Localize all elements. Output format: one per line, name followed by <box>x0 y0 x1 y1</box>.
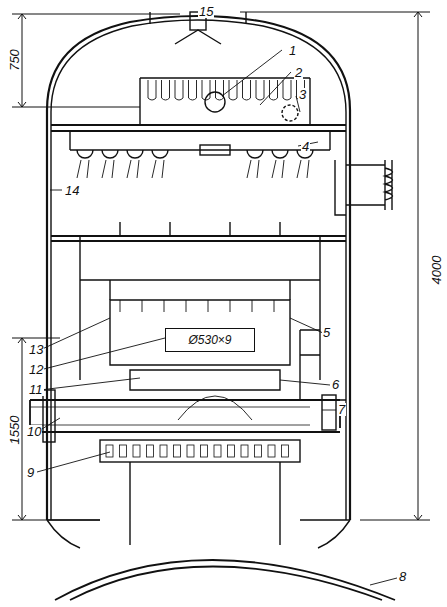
callout-number: 14 <box>64 184 80 197</box>
shell-inner <box>51 20 346 520</box>
callout-number: 5 <box>322 326 331 339</box>
plate-3 <box>51 125 346 131</box>
callout-number: 8 <box>398 570 407 583</box>
dimension: 1550 <box>8 415 21 446</box>
flange <box>43 390 55 442</box>
callout-number: 10 <box>26 425 42 438</box>
perforated-bar <box>100 440 300 462</box>
pipe-10-inner <box>30 407 310 425</box>
nozzle-cone <box>175 30 221 44</box>
callout-number: 7 <box>337 403 346 416</box>
tray-pipe <box>205 92 225 112</box>
inlet-pipe <box>335 160 385 215</box>
tray-hole <box>282 105 298 121</box>
bend <box>178 396 252 420</box>
dim-1550 <box>12 338 100 520</box>
callout-number: 13 <box>28 343 44 356</box>
callout-number: 4 <box>301 140 310 153</box>
callout-number: 11 <box>28 383 44 396</box>
callout-number: 15 <box>198 5 214 18</box>
bellows <box>385 160 393 210</box>
lower-chamber <box>130 370 280 390</box>
dimension: Ø530×9 <box>166 333 254 347</box>
lower-box <box>110 300 290 365</box>
callout-number: 1 <box>288 44 297 57</box>
box-frame <box>80 280 320 300</box>
side-pipe-7 <box>300 330 346 400</box>
saddle-8 <box>55 560 395 600</box>
dim-arrows <box>18 12 422 520</box>
bottom-head <box>47 520 350 548</box>
dim-4000 <box>240 12 430 520</box>
callout-number: 2 <box>294 66 303 79</box>
dimension: 4000 <box>430 255 443 286</box>
callout-number: 9 <box>26 466 35 479</box>
outlet <box>47 462 350 545</box>
pipe-section-box: Ø530×9 <box>165 328 255 352</box>
center-cup <box>200 145 230 155</box>
ribs <box>120 300 274 312</box>
middle-plate <box>51 236 346 241</box>
dim-750 <box>12 14 180 107</box>
holes <box>106 445 289 457</box>
leader-lines <box>37 50 397 585</box>
callout-number: 12 <box>28 363 44 376</box>
pipe-10 <box>30 400 340 432</box>
upper-tray <box>140 78 310 125</box>
callout-number: 6 <box>331 378 340 391</box>
dimension: 750 <box>8 48 21 72</box>
struts <box>80 222 320 380</box>
callout-number: 3 <box>298 88 307 101</box>
nozzle-row <box>77 150 313 178</box>
shell <box>47 16 350 520</box>
